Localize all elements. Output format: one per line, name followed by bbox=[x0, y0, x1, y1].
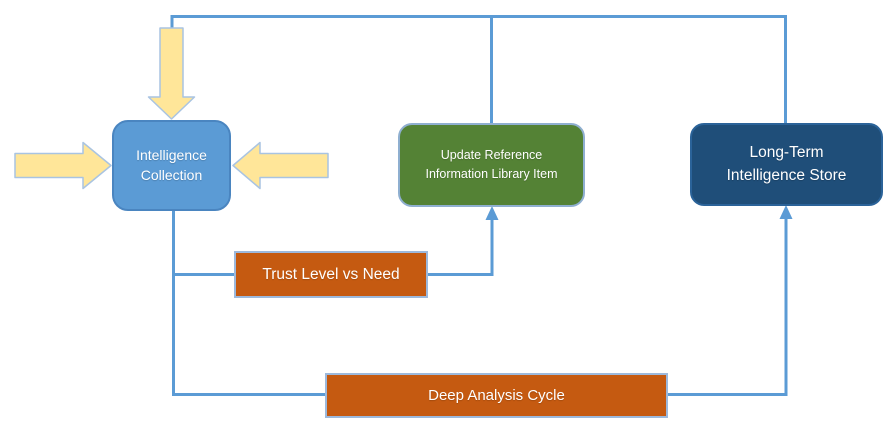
node-label: Update Reference Information Library Ite… bbox=[425, 148, 558, 181]
arrowhead-into-long-term-store-icon bbox=[779, 205, 793, 219]
input-arrow-right-icon bbox=[14, 141, 112, 190]
node-label: Trust Level vs Need bbox=[262, 265, 400, 283]
input-arrow-left-icon bbox=[232, 141, 329, 190]
input-arrow-down-icon bbox=[147, 27, 196, 120]
connector-top-feedback bbox=[170, 15, 787, 125]
node-label: Long-Term Intelligence Store bbox=[726, 144, 847, 184]
node-label: Intelligence Collection bbox=[136, 146, 207, 183]
node-label: Deep Analysis Cycle bbox=[428, 387, 565, 404]
connector-deep-analysis-cycle bbox=[172, 208, 788, 396]
arrowhead-into-update-reference-icon bbox=[485, 206, 499, 220]
node-update-reference-library: Update Reference Information Library Ite… bbox=[398, 123, 585, 207]
node-intelligence-collection: Intelligence Collection bbox=[112, 120, 231, 211]
node-trust-level-vs-need: Trust Level vs Need bbox=[234, 251, 428, 298]
node-deep-analysis-cycle: Deep Analysis Cycle bbox=[325, 373, 668, 418]
node-long-term-intelligence-store: Long-Term Intelligence Store bbox=[690, 123, 883, 206]
